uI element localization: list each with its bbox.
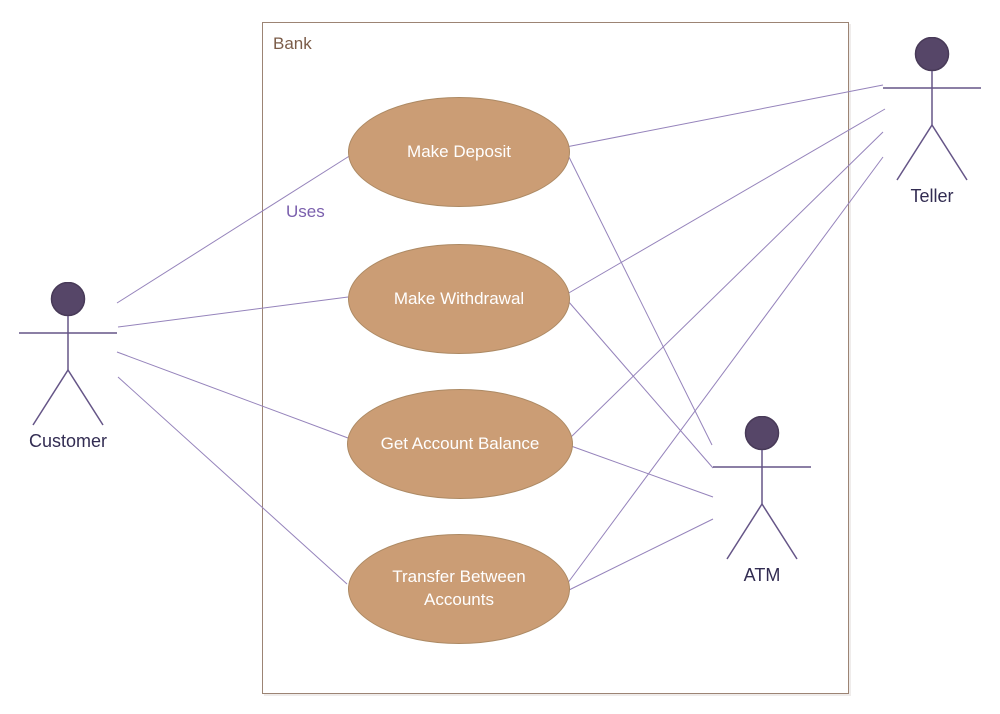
actor-atm: ATM — [712, 416, 812, 586]
connector-transfer-between-accounts-atm — [566, 518, 714, 592]
use-case-label: Make Deposit — [407, 141, 511, 161]
actor-label: Customer — [28, 431, 108, 451]
use-case-make-withdrawal: Make Withdrawal — [348, 244, 570, 354]
connector-make-deposit-atm — [566, 152, 713, 446]
connector-make-deposit-teller — [565, 84, 884, 148]
connector-customer-get-account-balance — [116, 351, 349, 439]
connector-get-account-balance-teller — [569, 131, 884, 439]
actor-customer: Customer — [18, 282, 118, 452]
connector-transfer-between-accounts-teller — [566, 156, 884, 585]
use-case-get-account-balance: Get Account Balance — [347, 389, 573, 499]
use-case-label: Transfer Between Accounts — [392, 567, 526, 609]
stick-figure-icon — [19, 282, 117, 426]
connector-customer-make-deposit — [116, 154, 352, 304]
stick-figure-icon — [883, 37, 981, 181]
system-boundary-label: Bank — [273, 34, 312, 53]
uses-relationship-label: Uses — [286, 202, 325, 221]
actor-label: Teller — [910, 186, 954, 206]
use-case-label: Get Account Balance — [380, 433, 540, 453]
actor-teller: Teller — [882, 37, 982, 207]
use-case-make-deposit: Make Deposit — [348, 97, 570, 207]
use-case-label: Make Withdrawal — [393, 288, 525, 308]
connector-get-account-balance-atm — [570, 445, 714, 498]
system-boundary-bank — [262, 22, 849, 694]
connector-customer-make-withdrawal — [117, 296, 349, 328]
connector-customer-transfer-between-accounts — [117, 376, 348, 585]
actor-label: ATM — [743, 565, 781, 585]
connector-make-withdrawal-atm — [567, 300, 714, 469]
connector-make-withdrawal-teller — [566, 108, 886, 295]
use-case-transfer-between-accounts: Transfer Between Accounts — [348, 534, 570, 644]
stick-figure-icon — [713, 416, 811, 560]
